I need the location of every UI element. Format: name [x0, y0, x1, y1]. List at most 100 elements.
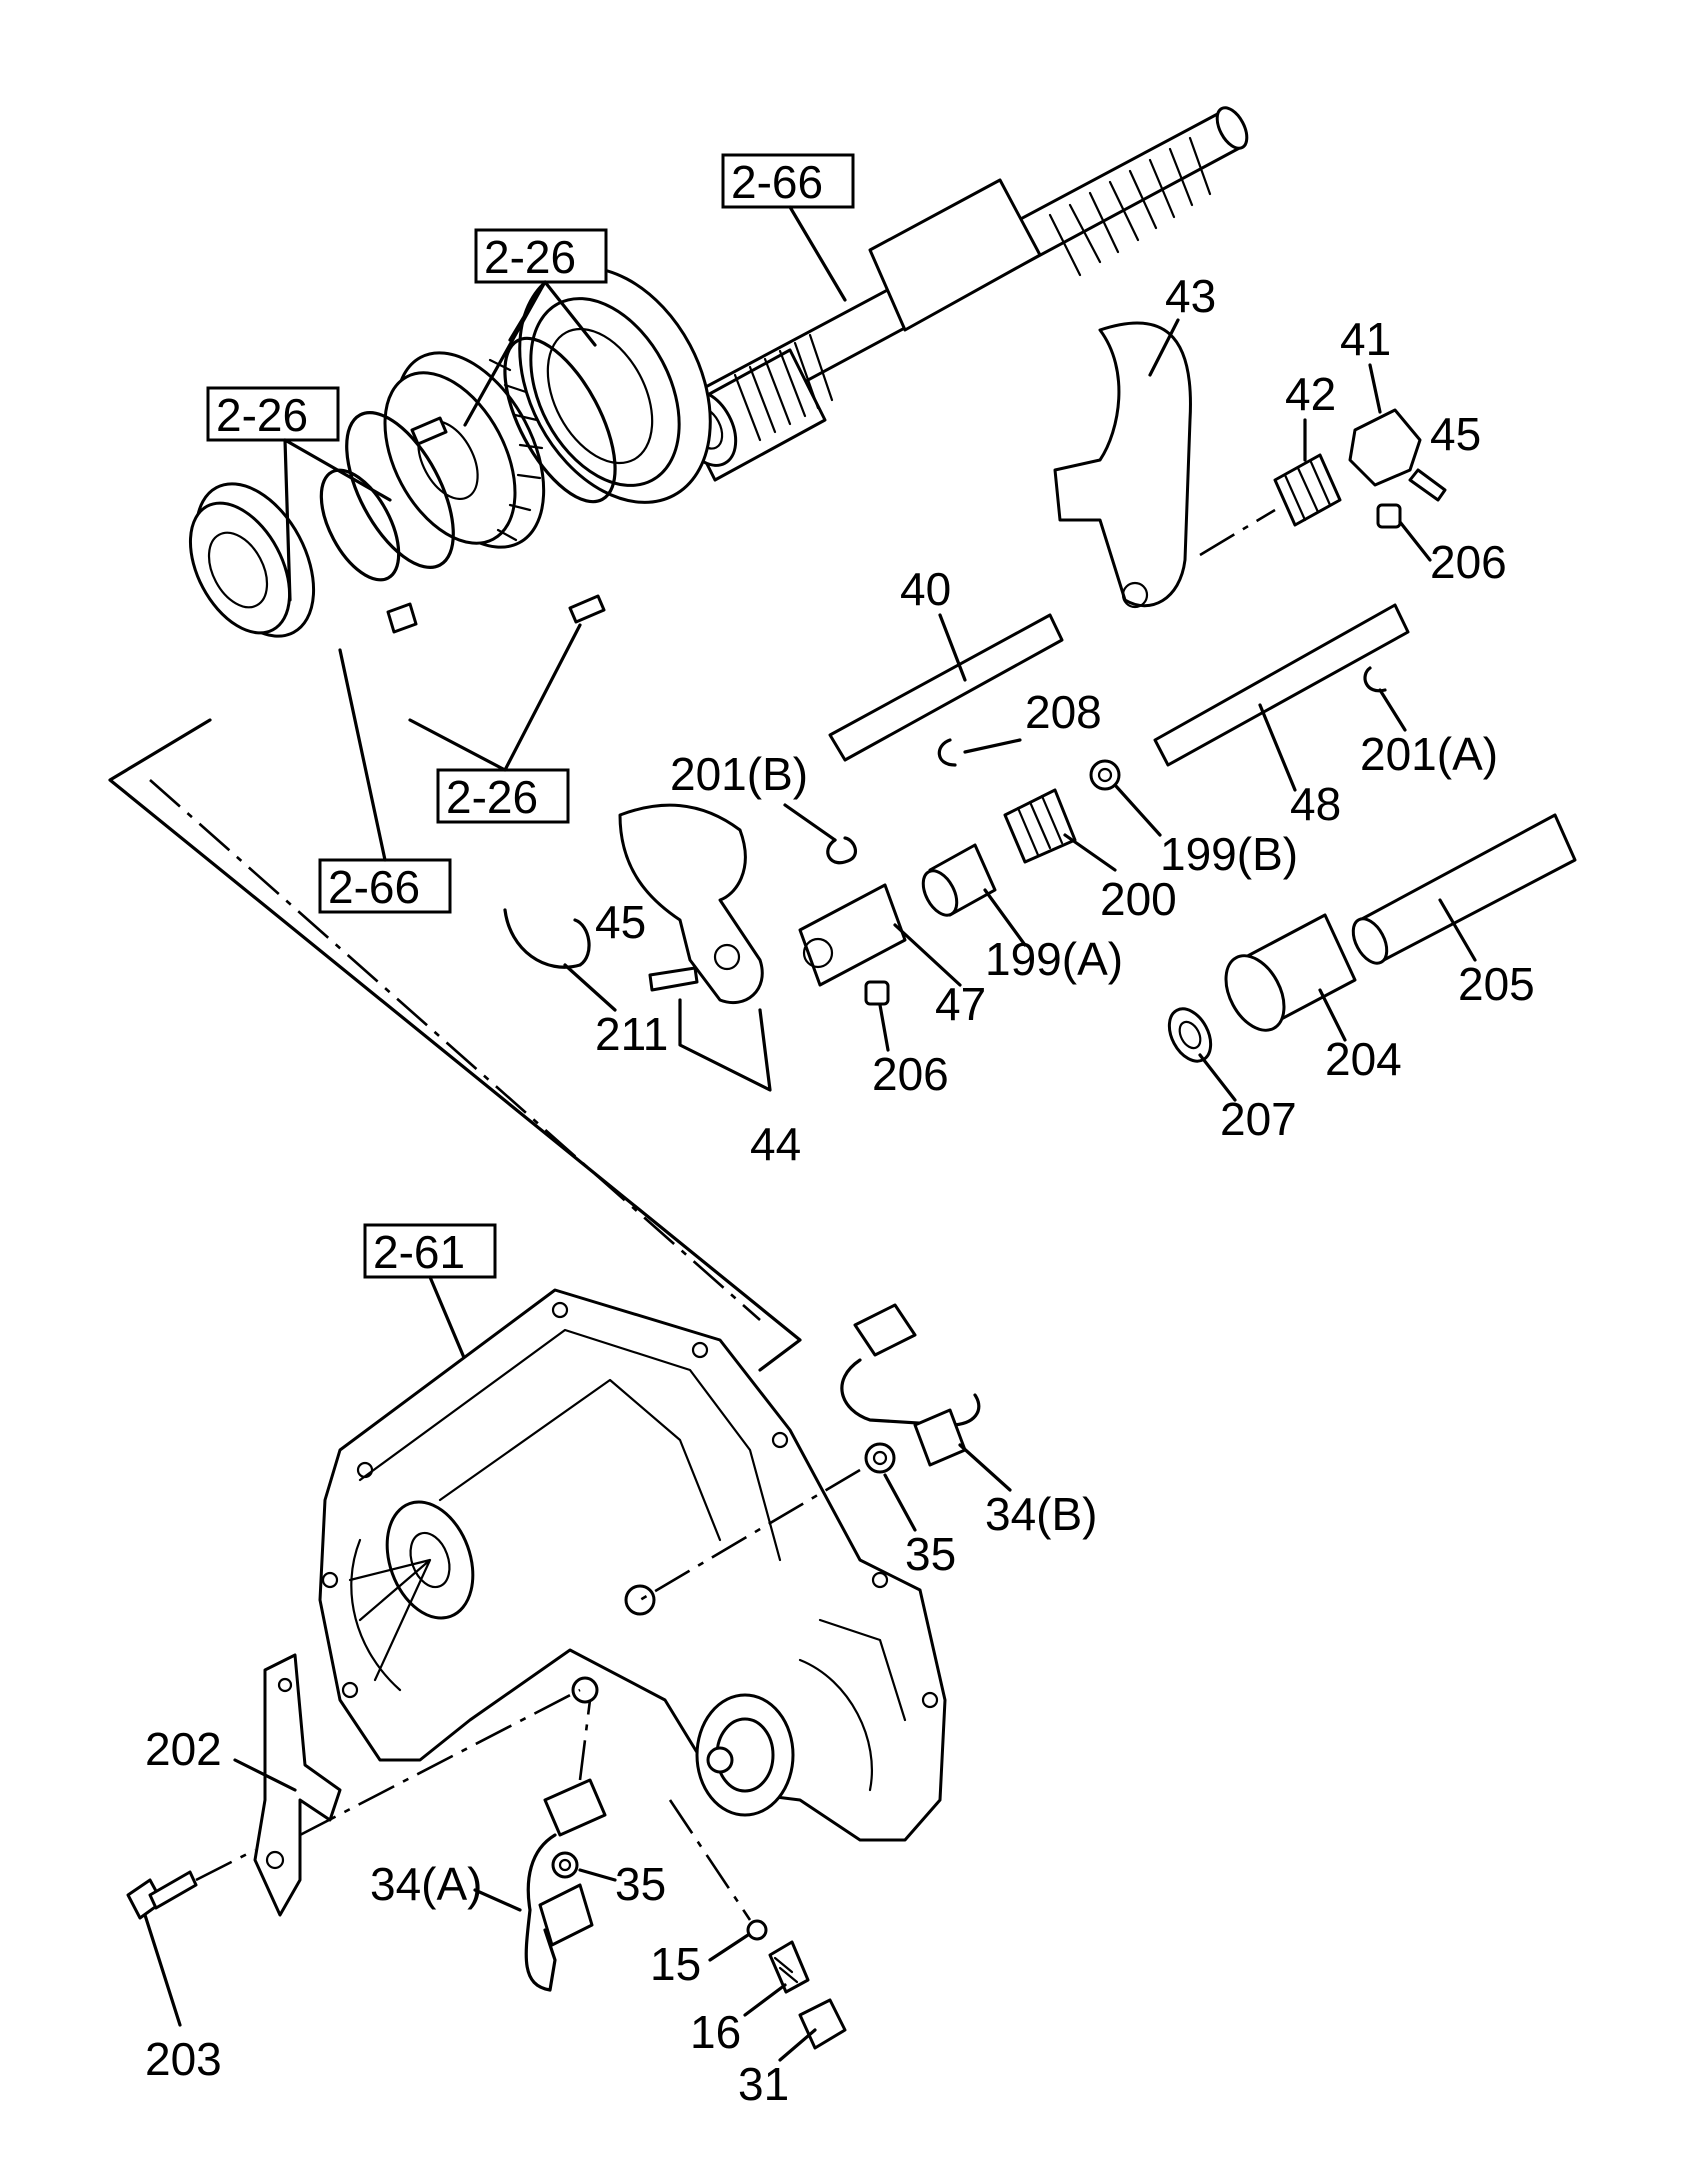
- leader-15: [708, 1933, 750, 1962]
- leader-199a: [983, 888, 1027, 947]
- shift-rail-40: [828, 613, 1064, 762]
- label-35-bottom: 35: [615, 1858, 666, 1910]
- gear-sleeve: [518, 266, 712, 504]
- spring-42: [1273, 453, 1342, 527]
- shift-fork-43: [1053, 321, 1192, 609]
- leader-203: [143, 1913, 182, 2027]
- sleeve-204: [1224, 913, 1357, 1032]
- leader-199b: [1113, 783, 1162, 837]
- ref-box-2-66-top: 2-66: [721, 153, 855, 209]
- axis-detent: [668, 1799, 752, 1921]
- leader-201b: [783, 803, 837, 842]
- assembly-line-to-case: [108, 718, 802, 1372]
- leader-2-26-left: [283, 438, 392, 602]
- leader-206-top: [1398, 520, 1432, 562]
- label-206-mid: 206: [872, 1048, 949, 1100]
- leader-34b: [958, 1443, 1012, 1492]
- synchro-rings: [319, 336, 617, 582]
- label-48: 48: [1290, 778, 1341, 830]
- label-200: 200: [1100, 873, 1177, 925]
- clip-208: [937, 738, 957, 767]
- retainer-211: [503, 908, 591, 969]
- leader-2-26-top: [463, 280, 597, 427]
- label-201a: 201(A): [1360, 728, 1498, 780]
- label-42: 42: [1285, 368, 1336, 420]
- synchro-hub-gear: [383, 351, 546, 549]
- leader-40: [938, 613, 967, 682]
- assembly-axis: [149, 779, 761, 1321]
- sensor-34b: [840, 1303, 981, 1467]
- spring-16: [768, 1940, 810, 1994]
- ref-box-2-26-mid: 2-26: [436, 768, 570, 824]
- label-203: 203: [145, 2033, 222, 2085]
- ref-box-2-26-top: 2-26: [474, 228, 608, 284]
- leader-206-mid: [878, 1003, 890, 1052]
- axis-42: [1199, 508, 1276, 557]
- leader-35-top: [883, 1473, 917, 1532]
- leader-207: [1198, 1053, 1237, 1102]
- axis-203: [195, 1848, 256, 1882]
- axis-34b: [639, 1468, 861, 1602]
- leader-35-bottom: [578, 1868, 617, 1882]
- synchro-keys: [386, 416, 606, 634]
- leader-201a: [1378, 688, 1407, 732]
- label-199b: 199(B): [1160, 828, 1298, 880]
- label-31: 31: [738, 2058, 789, 2110]
- label-34a: 34(A): [370, 1858, 482, 1910]
- ref-2-26-top: 2-26: [484, 231, 576, 283]
- plug-31: [798, 1998, 847, 2050]
- ref-2-26-mid: 2-26: [446, 771, 538, 823]
- shift-fork-44: [618, 803, 764, 1005]
- ref-box-2-61: 2-61: [363, 1223, 497, 1279]
- leader-43: [1148, 318, 1180, 377]
- washer-199b: [1089, 759, 1121, 791]
- leader-2-26-mid: [408, 623, 582, 772]
- leader-34a: [473, 1888, 522, 1912]
- axis-34a: [578, 1699, 592, 1781]
- label-45-mid: 45: [595, 896, 646, 948]
- ball-15: [746, 1919, 768, 1941]
- washer-35-top: [864, 1442, 896, 1474]
- leader-204: [1318, 988, 1347, 1042]
- ref-2-66-mid: 2-66: [328, 861, 420, 913]
- shift-lug-47: [798, 883, 907, 987]
- transfer-case-housing: [318, 1288, 947, 1842]
- small-gear-hub: [188, 482, 316, 638]
- ref-2-61: 2-61: [373, 1226, 465, 1278]
- detent-206-mid: [864, 980, 890, 1006]
- label-201b: 201(B): [670, 748, 808, 800]
- clip-201a: [1363, 666, 1387, 693]
- pin-45-mid: [648, 966, 699, 992]
- leader-31: [778, 2028, 817, 2062]
- label-15: 15: [650, 1938, 701, 1990]
- label-16: 16: [690, 2006, 741, 2058]
- label-35-top: 35: [905, 1528, 956, 1580]
- leader-16: [743, 1983, 787, 2017]
- spring-200: [1003, 788, 1077, 864]
- shaft-205: [1351, 813, 1577, 965]
- label-41: 41: [1340, 313, 1391, 365]
- label-43: 43: [1165, 270, 1216, 322]
- label-207: 207: [1220, 1093, 1297, 1145]
- shift-block-41: [1348, 408, 1422, 487]
- label-40: 40: [900, 563, 951, 615]
- detent-206-top: [1376, 503, 1402, 529]
- leader-2-66-top: [788, 205, 847, 302]
- sleeve-199a: [921, 843, 997, 917]
- leader-200: [1063, 833, 1117, 872]
- leader-47: [893, 923, 962, 987]
- label-202: 202: [145, 1723, 222, 1775]
- bracket-202: [253, 1653, 342, 1917]
- ref-2-26-left: 2-26: [216, 389, 308, 441]
- axis-202: [299, 1688, 581, 1837]
- bolt-203: [126, 1870, 198, 1920]
- label-45-top: 45: [1430, 408, 1481, 460]
- leader-205: [1438, 898, 1477, 962]
- label-204: 204: [1325, 1033, 1402, 1085]
- label-205: 205: [1458, 958, 1535, 1010]
- leader-2-61: [428, 1275, 467, 1362]
- leader-208: [963, 738, 1022, 754]
- label-208: 208: [1025, 686, 1102, 738]
- label-211: 211: [595, 1008, 668, 1060]
